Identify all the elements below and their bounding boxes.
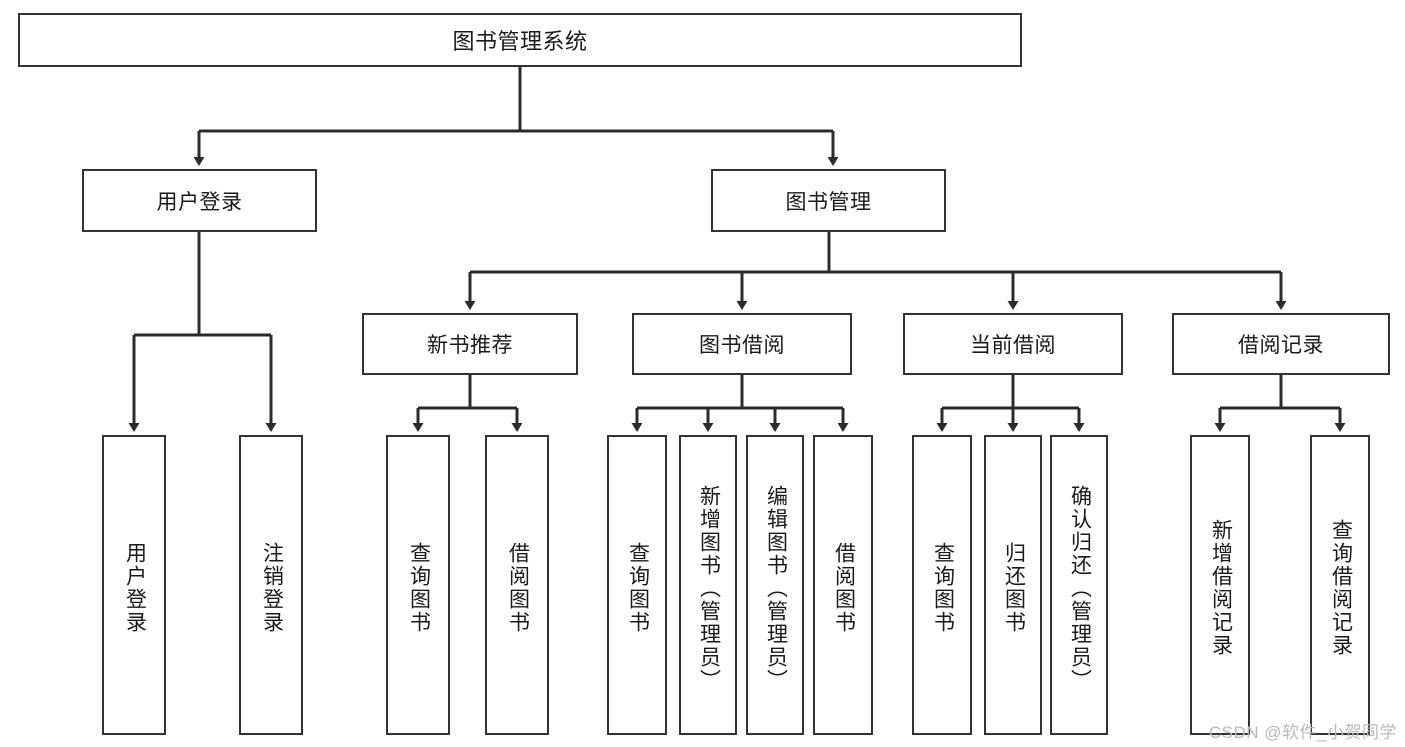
leaf-query-borrow-record[interactable]: 查询借阅记录	[1310, 435, 1370, 735]
leaf-borrow-book[interactable]: 借阅图书	[813, 435, 873, 735]
node-label: 查询图书	[407, 542, 431, 634]
node-label: 查询借阅记录	[1329, 519, 1353, 657]
leaf-query-book[interactable]: 查询图书	[607, 435, 667, 735]
node-label: 注销登录	[260, 542, 284, 634]
node-book-management[interactable]: 图书管理	[711, 169, 946, 232]
node-label: 借阅记录	[1238, 334, 1324, 357]
node-label: 查询图书	[626, 542, 650, 634]
leaf-confirm-return-admin[interactable]: 确认归还（管理员）	[1050, 435, 1108, 735]
node-label: 图书管理	[785, 190, 872, 214]
leaf-logout[interactable]: 注销登录	[239, 435, 303, 735]
node-label: 新增借阅记录	[1209, 519, 1233, 657]
node-borrow-records[interactable]: 借阅记录	[1172, 313, 1390, 375]
node-root-system[interactable]: 图书管理系统	[18, 13, 1022, 67]
node-book-borrow[interactable]: 图书借阅	[632, 313, 852, 375]
leaf-query-book-current[interactable]: 查询图书	[912, 435, 972, 735]
node-label: 当前借阅	[970, 334, 1056, 357]
leaf-add-book-admin[interactable]: 新增图书（管理员）	[679, 435, 737, 735]
node-label: 用户登录	[123, 542, 147, 634]
node-new-book-recommend[interactable]: 新书推荐	[362, 313, 578, 375]
node-label: 归还图书	[1002, 542, 1026, 634]
node-label: 新增图书（管理员）	[697, 484, 721, 692]
node-current-borrow[interactable]: 当前借阅	[903, 313, 1123, 375]
node-label: 编辑图书（管理员）	[764, 484, 788, 692]
leaf-edit-book-admin[interactable]: 编辑图书（管理员）	[746, 435, 804, 735]
leaf-add-borrow-record[interactable]: 新增借阅记录	[1190, 435, 1250, 735]
node-label: 图书管理系统	[452, 29, 588, 54]
node-label: 用户登录	[156, 190, 243, 214]
leaf-return-book[interactable]: 归还图书	[984, 435, 1042, 735]
leaf-user-login[interactable]: 用户登录	[102, 435, 166, 735]
node-user-login[interactable]: 用户登录	[82, 169, 317, 232]
node-label: 新书推荐	[427, 334, 513, 357]
node-label: 确认归还（管理员）	[1068, 484, 1092, 692]
node-label: 图书借阅	[699, 334, 785, 357]
leaf-borrow-book-recommend[interactable]: 借阅图书	[485, 435, 549, 735]
node-label: 查询图书	[931, 542, 955, 634]
leaf-query-book-recommend[interactable]: 查询图书	[386, 435, 450, 735]
watermark: CSDN @软件_小贺同学	[1208, 723, 1397, 742]
node-label: 借阅图书	[832, 542, 856, 634]
node-label: 借阅图书	[506, 542, 530, 634]
